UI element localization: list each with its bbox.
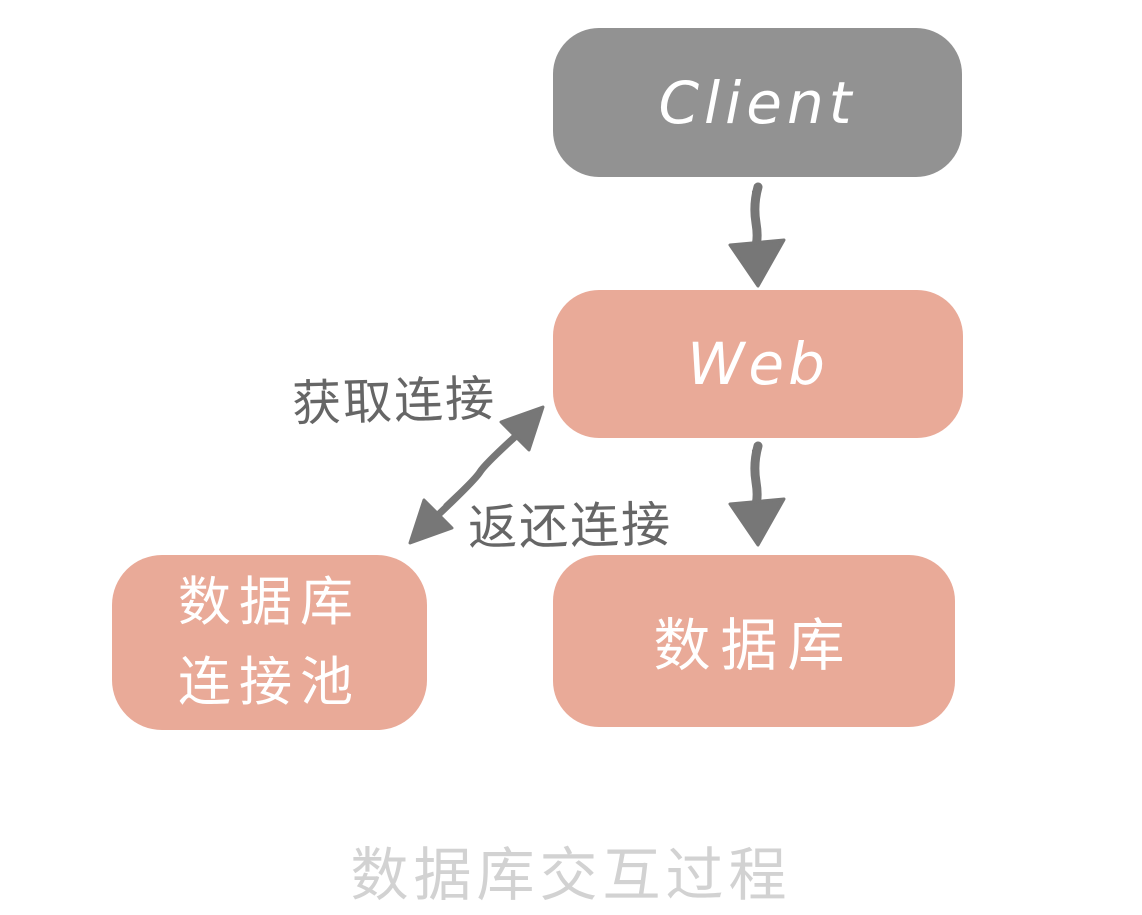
arrow-web-to-database-icon xyxy=(728,441,786,547)
node-database-connection-pool-label: 数据库 连接池 xyxy=(178,571,361,713)
arrow-client-to-web-icon xyxy=(728,182,786,288)
edge-label-return-connection: 返还连接 xyxy=(467,496,673,557)
node-database-label: 数据库 xyxy=(653,613,855,679)
diagram-caption: 数据库交互过程 xyxy=(350,841,792,909)
node-database-connection-pool: 数据库 连接池 xyxy=(112,555,427,730)
node-web-label: Web xyxy=(687,330,829,398)
node-client: Client xyxy=(553,28,962,177)
edge-label-acquire-connection: 获取连接 xyxy=(291,370,497,433)
node-client-label: Client xyxy=(658,68,857,137)
node-web: Web xyxy=(553,290,963,438)
node-database: 数据库 xyxy=(553,555,955,727)
